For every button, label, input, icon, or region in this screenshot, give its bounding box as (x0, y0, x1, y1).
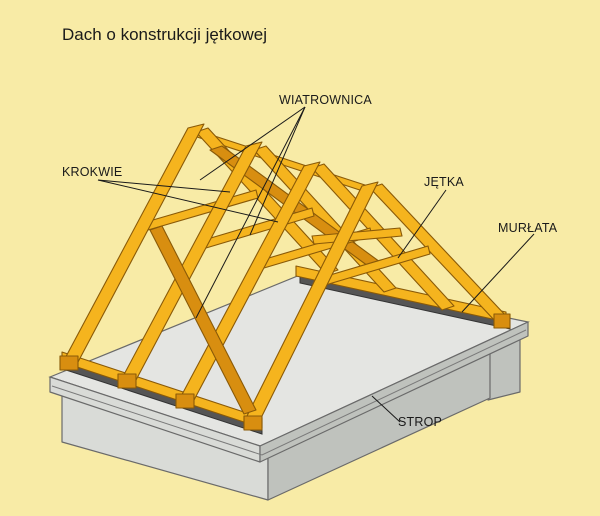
rafter-foot-3 (175, 393, 195, 409)
label-jetka: JĘTKA (424, 175, 464, 189)
leader-wiatrownica-1 (199, 106, 306, 181)
cornice-line (51, 329, 527, 456)
rafter-foot-2 (117, 373, 137, 389)
leader-strop (371, 395, 401, 423)
rafter-feet (59, 313, 511, 431)
leader-wiatrownica-3 (195, 106, 306, 319)
leader-jetka (397, 189, 447, 259)
label-wiatrownica: WIATROWNICA (279, 93, 372, 107)
leader-wiatrownica-2 (249, 106, 306, 236)
front-wind-brace (149, 225, 257, 415)
wall-plates (61, 265, 511, 435)
rafter-foot-1 (59, 355, 79, 371)
rafter-foot-4 (243, 415, 263, 431)
leader-lines (97, 106, 535, 423)
diagram-title: Dach o konstrukcji jętkowej (62, 25, 267, 44)
label-murlata: MURŁATA (498, 221, 558, 235)
leader-krokwie-2 (97, 179, 279, 223)
leader-krokwie-1 (97, 179, 231, 193)
label-krokwie: KROKWIE (62, 165, 122, 179)
front-rafters (61, 123, 379, 423)
back-rafter-foot (493, 313, 511, 329)
leader-murlata (461, 233, 535, 313)
label-strop: STROP (398, 415, 442, 429)
